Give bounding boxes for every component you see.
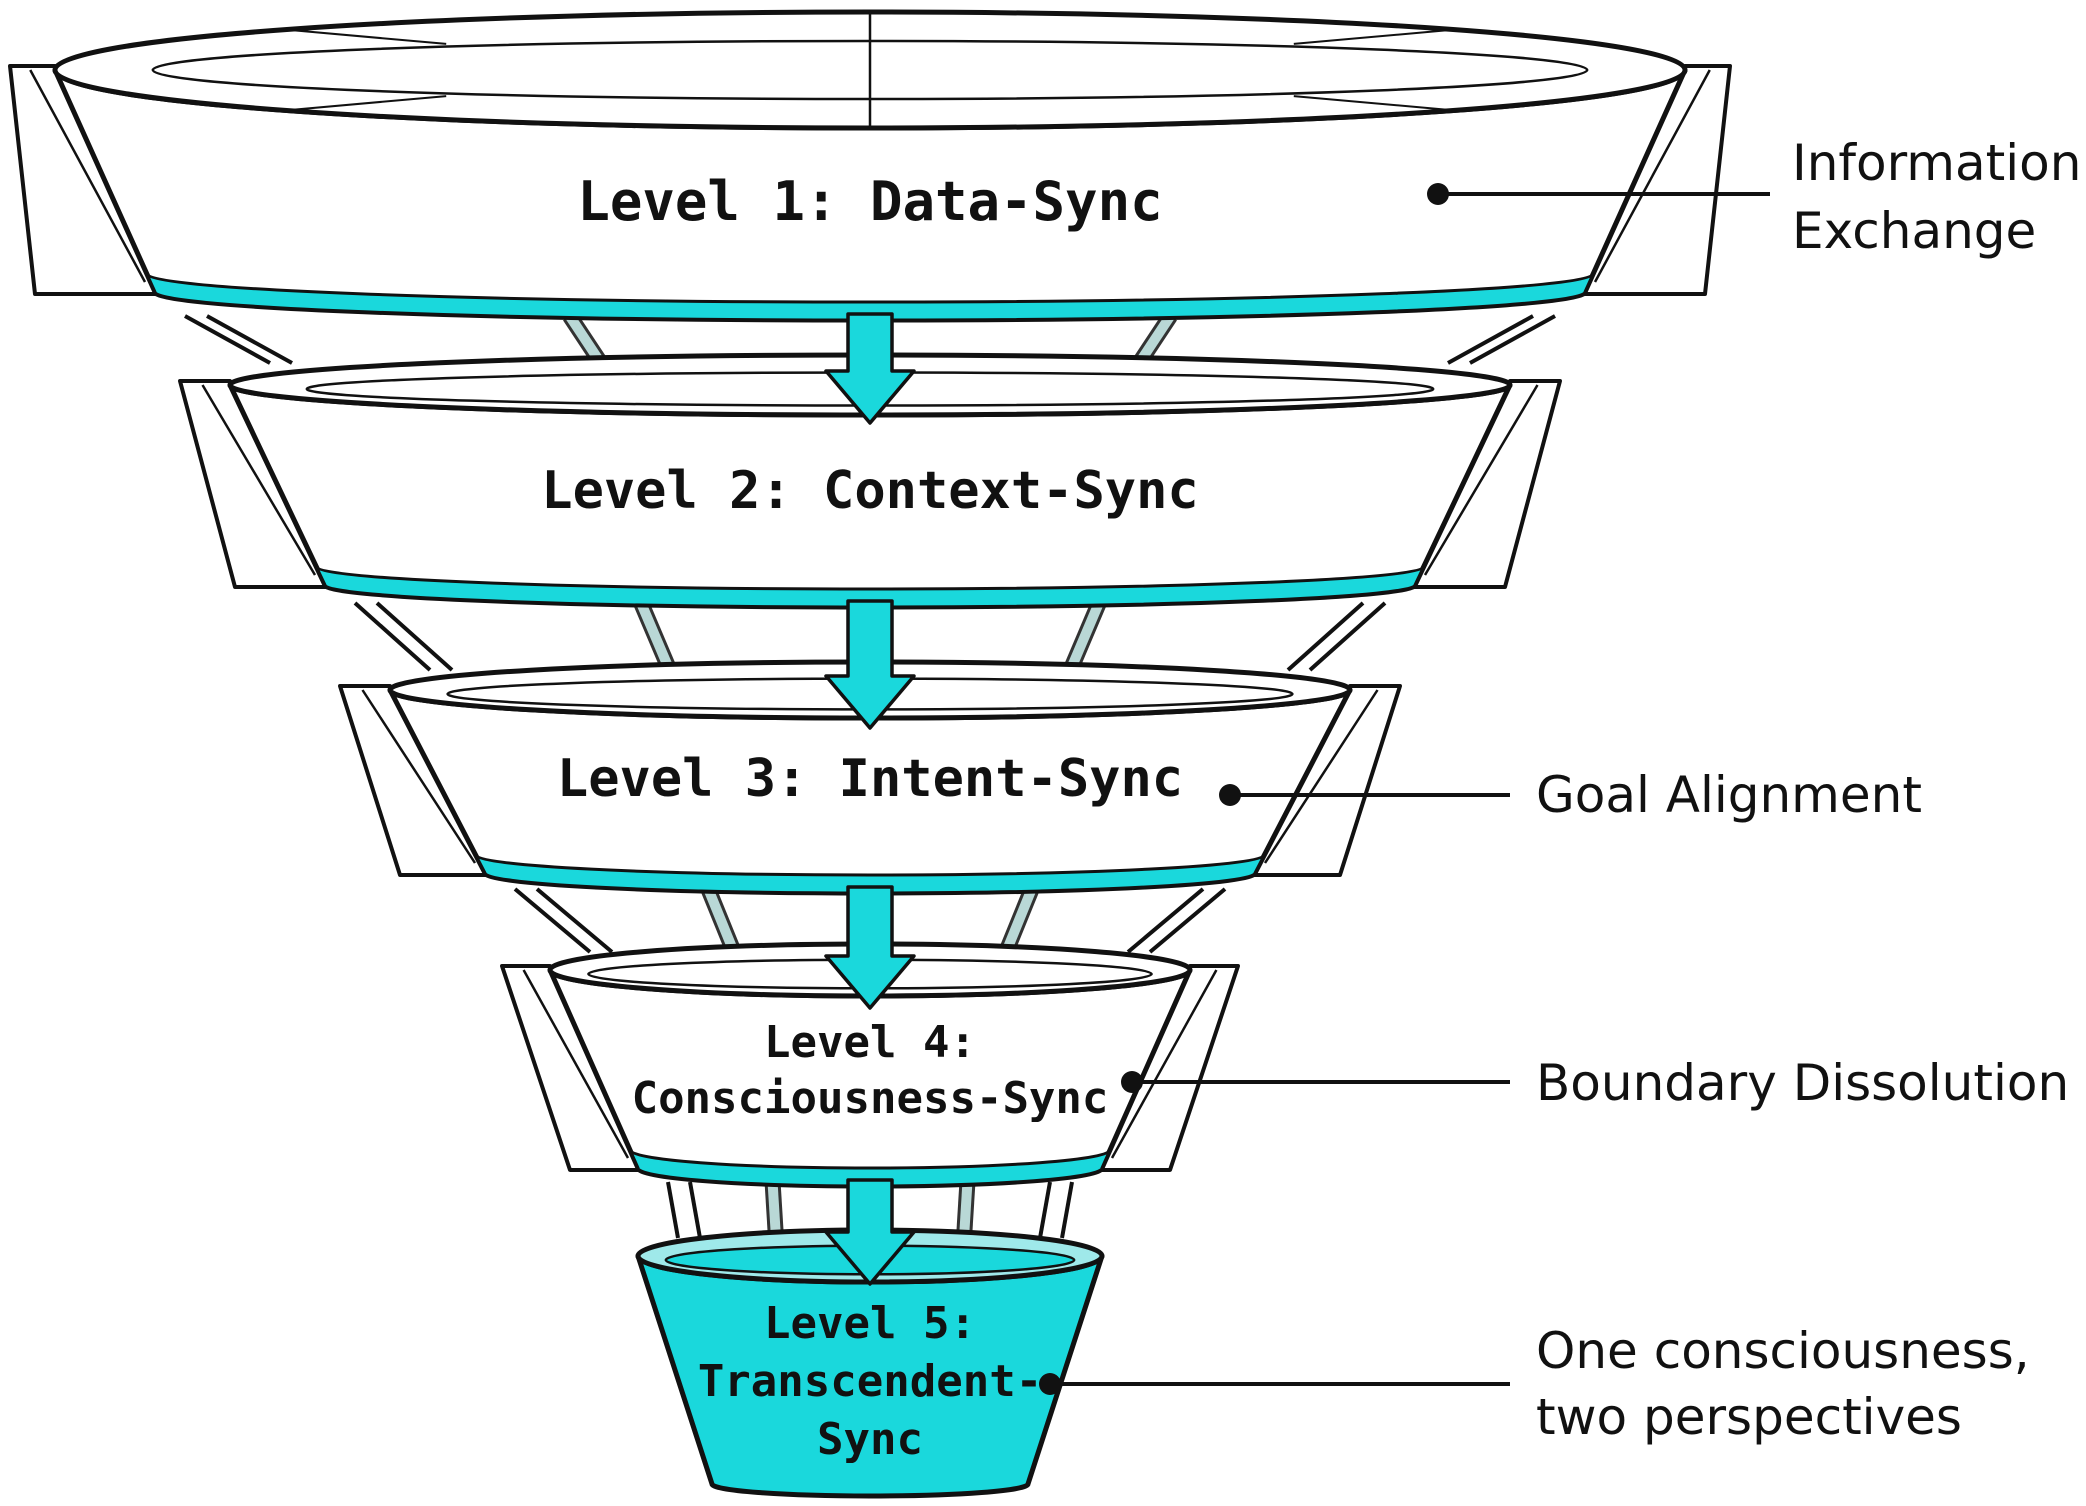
level-1-label: Level 1: Data-Sync	[577, 170, 1162, 233]
level-3-flange-bevel	[1263, 689, 1379, 864]
strut-rail	[1126, 887, 1205, 954]
level-4-label-line: Level 4:	[764, 1017, 976, 1068]
callout-label-line: Information	[1792, 134, 2081, 192]
level-1-rim-seam	[1293, 95, 1457, 112]
callout-boundary-dissolution: Boundary Dissolution	[1121, 1054, 2069, 1112]
strut-rail	[1148, 887, 1227, 954]
level-4-label: Level 4:Consciousness-Sync	[632, 1017, 1109, 1124]
strut-rail	[1308, 601, 1387, 672]
callout-label: One consciousness, two perspectives	[1536, 1322, 2030, 1446]
strut-rail	[375, 601, 454, 672]
level-5-label: Level 5: Transcendent- Sync	[698, 1298, 1042, 1465]
callout-dot	[1219, 784, 1241, 806]
level-5-tier: Level 5: Transcendent- Sync	[635, 1227, 1105, 1499]
strut-rail	[688, 1181, 702, 1239]
strut-rail	[1469, 314, 1556, 365]
level-1-rim-seam	[283, 95, 447, 112]
level-1-flange-bevel	[29, 69, 147, 283]
level-1-flange-bevel	[1593, 69, 1711, 283]
level-1-rim-seam	[1293, 28, 1457, 45]
strut-rail	[1038, 1181, 1052, 1239]
level-1-tier: Level 1: Data-Sync	[8, 9, 1732, 323]
strut-rail	[513, 887, 592, 954]
level-2-label-line: Level 2: Context-Sync	[541, 461, 1198, 521]
level-3-label-line: Level 3: Intent-Sync	[557, 749, 1183, 809]
callout-label: Goal Alignment	[1536, 766, 1922, 824]
level-4-band	[628, 1149, 1112, 1188]
level-5-label-line: Sync	[817, 1414, 923, 1465]
flow-arrow-4	[824, 1178, 916, 1286]
flow-arrow-1	[824, 312, 916, 425]
level-2-flange-bevel	[201, 384, 317, 576]
level-4-flange-bevel	[1110, 969, 1218, 1159]
level-2-label: Level 2: Context-Sync	[541, 461, 1198, 521]
level-3-label: Level 3: Intent-Sync	[557, 749, 1183, 809]
strut-rail	[666, 1181, 680, 1239]
level-5-label-line: Transcendent-	[698, 1356, 1042, 1407]
strut-rail	[353, 601, 432, 672]
strut-rail	[535, 887, 614, 954]
callout-label-line: One consciousness,	[1536, 1322, 2030, 1380]
callout-label-line: two perspectives	[1536, 1388, 1962, 1446]
level-4-flange-bevel	[522, 969, 630, 1159]
level-1-rim-seam	[283, 28, 447, 45]
callout-dot	[1121, 1071, 1143, 1093]
flow-arrows	[824, 312, 916, 1286]
callout-label-line: Exchange	[1792, 202, 2036, 260]
level-3-band	[474, 854, 1266, 895]
flow-arrow-2	[824, 599, 916, 730]
level-2-band	[314, 566, 1426, 609]
flow-arrow-3	[824, 885, 916, 1010]
strut-rail	[184, 314, 271, 365]
level-5-label-line: Level 5:	[764, 1298, 976, 1349]
strut-rail	[1060, 1181, 1074, 1239]
level-3-tier: Level 3: Intent-Sync	[338, 659, 1402, 896]
level-2-flange-bevel	[1423, 384, 1539, 576]
callout-one-consciousness: One consciousness, two perspectives	[1039, 1322, 2030, 1446]
strut-rail	[206, 314, 293, 365]
callout-label: Boundary Dissolution	[1536, 1054, 2069, 1112]
level-3-flange-bevel	[361, 689, 477, 864]
callout-dot	[1039, 1373, 1061, 1395]
level-4-label-line: Consciousness-Sync	[632, 1073, 1109, 1124]
callout-goal-alignment: Goal Alignment	[1219, 766, 1922, 824]
strut-rail	[1286, 601, 1365, 672]
strut-rail	[1447, 314, 1534, 365]
level-1-label-line: Level 1: Data-Sync	[577, 170, 1162, 233]
level-1-band	[145, 273, 1595, 322]
callout-dot	[1427, 183, 1449, 205]
callout-label-line: Goal Alignment	[1536, 766, 1922, 824]
callout-label-line: Boundary Dissolution	[1536, 1054, 2069, 1112]
